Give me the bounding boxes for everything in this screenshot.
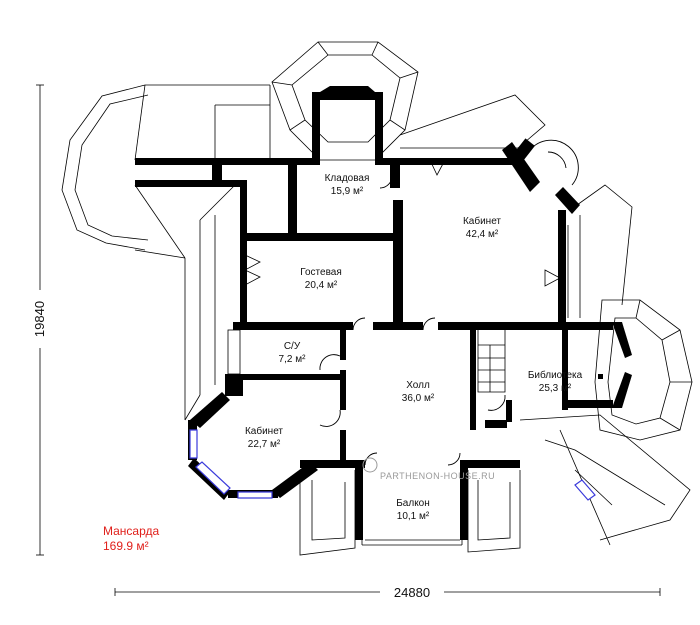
floor-label: Мансарда 169.9 м² [103,524,159,554]
room-label-guest: Гостевая 20,4 м² [300,267,342,291]
room-name: Библиотека [528,369,583,381]
room-name: Кабинет [463,215,501,227]
room-name: Балкон [396,498,430,509]
fixtures [227,159,603,393]
dimension-height: 19840 [30,84,50,556]
room-area: 7,2 м² [279,354,307,365]
room-name: Гостевая [300,267,342,278]
floor-name: Мансарда [103,524,160,538]
room-area: 42,4 м² [466,229,499,240]
width-dimension-text: 24880 [394,585,430,600]
walls [135,86,632,540]
windows [189,429,596,501]
room-label-balcony: Балкон 10,1 м² [396,498,430,522]
room-label-hall: Холл 36,0 м² [402,380,435,404]
room-name: Холл [406,380,430,391]
room-area: 20,4 м² [305,280,338,291]
watermark: PARTHENON-HOUSE.RU [362,457,495,481]
room-name: Кабинет [245,425,283,437]
room-name: С/У [284,341,301,352]
room-label-wc: С/У 7,2 м² [279,341,307,365]
room-area: 15,9 м² [331,186,364,197]
room-area: 22,7 м² [248,439,281,450]
watermark-text: PARTHENON-HOUSE.RU [380,471,495,481]
doors [319,139,579,466]
floor-area: 169.9 м² [103,539,149,553]
height-dimension-text: 19840 [32,301,47,337]
room-area: 10,1 м² [397,511,430,522]
room-label-storage: Кладовая 15,9 м² [325,173,370,197]
room-area: 36,0 м² [402,393,435,404]
room-label-study-small: Кабинет 22,7 м² [245,425,283,450]
room-name: Кладовая [325,173,370,184]
dimension-width: 24880 [114,582,661,600]
room-area: 25,3 м² [539,383,572,394]
room-label-study-large: Кабинет 42,4 м² [463,215,501,240]
room-label-library: Библиотека 25,3 м² [528,369,583,394]
